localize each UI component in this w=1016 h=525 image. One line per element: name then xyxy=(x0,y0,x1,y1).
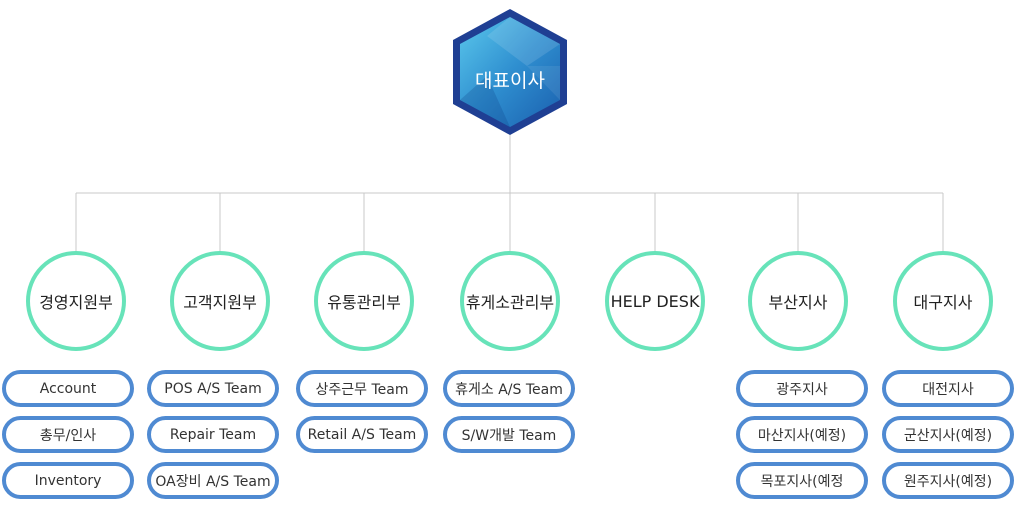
branch-gwangju[interactable]: 광주지사 xyxy=(736,370,868,407)
ceo-label: 대표이사 xyxy=(475,70,545,92)
team-general-hr[interactable]: 총무/인사 xyxy=(2,416,134,453)
dept-busan-branch[interactable]: 부산지사 xyxy=(748,251,848,351)
team-sw-development[interactable]: S/W개발 Team xyxy=(443,416,575,453)
dept-customer-support[interactable]: 고객지원부 xyxy=(170,251,270,351)
branch-daejeon[interactable]: 대전지사 xyxy=(882,370,1014,407)
dept-daegu-branch[interactable]: 대구지사 xyxy=(893,251,993,351)
branch-wonju[interactable]: 원주지사(예정) xyxy=(882,462,1014,499)
team-resident[interactable]: 상주근무 Team xyxy=(296,370,428,407)
branch-mokpo[interactable]: 목포지사(예정 xyxy=(736,462,868,499)
branch-masan[interactable]: 마산지사(예정) xyxy=(736,416,868,453)
team-repair[interactable]: Repair Team xyxy=(147,416,279,453)
team-inventory[interactable]: Inventory xyxy=(2,462,134,499)
team-oa-equipment-as[interactable]: OA장비 A/S Team xyxy=(147,462,279,499)
dept-management-support[interactable]: 경영지원부 xyxy=(26,251,126,351)
ceo-node: 대표이사 xyxy=(447,6,573,138)
dept-help-desk[interactable]: HELP DESK xyxy=(605,251,705,351)
dept-rest-area[interactable]: 휴게소관리부 xyxy=(460,251,560,351)
team-rest-area-as[interactable]: 휴게소 A/S Team xyxy=(443,370,575,407)
dept-distribution[interactable]: 유통관리부 xyxy=(314,251,414,351)
team-account[interactable]: Account xyxy=(2,370,134,407)
branch-gunsan[interactable]: 군산지사(예정) xyxy=(882,416,1014,453)
team-retail-as[interactable]: Retail A/S Team xyxy=(296,416,428,453)
hexagon-icon xyxy=(453,9,567,135)
team-pos-as[interactable]: POS A/S Team xyxy=(147,370,279,407)
